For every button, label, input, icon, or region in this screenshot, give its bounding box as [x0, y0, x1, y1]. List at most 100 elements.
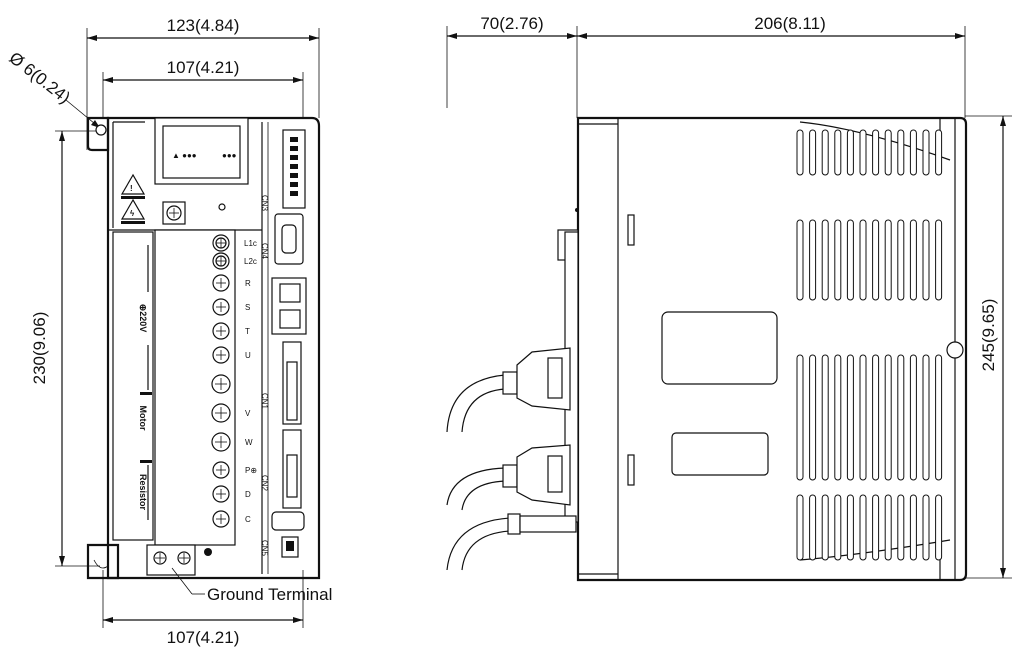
- connector-label-cn1: CN1: [260, 393, 269, 410]
- vent-slot: [796, 354, 804, 481]
- vent-slot: [884, 354, 892, 481]
- vent-slot: [859, 494, 867, 561]
- vent-slot: [884, 219, 892, 301]
- vent-slot: [909, 354, 917, 481]
- terminal-label: C: [245, 515, 251, 524]
- cable-3: [446, 513, 577, 571]
- terminal-screw-p: [212, 461, 230, 479]
- vent-slot: [872, 219, 880, 301]
- terminal-screw-s: [212, 298, 230, 316]
- vent-slot: [859, 354, 867, 481]
- vent-slot: [834, 219, 842, 301]
- terminal-screw-c: [212, 510, 230, 528]
- dim-overall-height: 245(9.65): [979, 299, 998, 372]
- terminal-label: W: [245, 438, 253, 447]
- vent-slot: [821, 494, 829, 561]
- vent-slot: [935, 219, 943, 301]
- vent-slot: [909, 219, 917, 301]
- dim-mount-height: 230(9.06): [30, 312, 49, 385]
- vent-slot: [872, 354, 880, 481]
- vent-slot: [922, 129, 930, 176]
- terminal-label: R: [245, 279, 251, 288]
- vent-slot: [846, 354, 854, 481]
- terminal-label: T: [245, 327, 250, 336]
- side-hole: [946, 341, 964, 359]
- vent-slot: [935, 494, 943, 561]
- terminal-screw-t: [212, 322, 230, 340]
- ground-terminal-callout: Ground Terminal: [207, 585, 332, 604]
- drive-body-side: [576, 116, 968, 582]
- terminal-block: [211, 234, 231, 528]
- vent-slot: [897, 494, 905, 561]
- vent-slots: [796, 129, 943, 561]
- vent-slot: [846, 219, 854, 301]
- vent-slot: [909, 129, 917, 176]
- dim-depth-body: 206(8.11): [754, 14, 826, 33]
- vent-slot: [897, 129, 905, 176]
- svg-text:▲ ●●●: ▲ ●●●: [172, 151, 197, 160]
- dim-hole-diameter: Ø 6(0.24): [6, 48, 74, 107]
- cable-1: [446, 347, 571, 433]
- vent-slot: [809, 219, 817, 301]
- cn2-connector: [282, 429, 302, 509]
- terminal-label: P⊕: [245, 466, 257, 475]
- terminal-label: L1c: [244, 239, 257, 248]
- vent-slot: [897, 219, 905, 301]
- cn4-connector: [274, 213, 304, 265]
- mount-hole-top: [95, 124, 107, 136]
- label-plate-large: [661, 311, 778, 385]
- vent-slot: [935, 354, 943, 481]
- terminal-screw-v2: [211, 403, 231, 423]
- side-view: 70(2.76) 206(8.11) 245(9.65): [446, 14, 1012, 582]
- mount-tab-top: [86, 116, 110, 152]
- dim-mount-width-bottom: 107(4.21): [167, 628, 240, 647]
- warning-icon: [120, 198, 146, 220]
- connector-label-cn4: CN4: [260, 243, 269, 260]
- vent-slot: [809, 494, 817, 561]
- drive-body-front: [106, 116, 321, 580]
- cn5-connector: [271, 511, 305, 531]
- group-label-220v: ⊕220V: [138, 304, 148, 333]
- svg-text:!: !: [130, 184, 133, 193]
- vent-slot: [821, 129, 829, 176]
- vent-slot: [922, 354, 930, 481]
- vent-slot: [796, 494, 804, 561]
- connector-label-cn3: CN3: [260, 195, 269, 212]
- dim-overall-width: 123(4.84): [167, 16, 240, 35]
- connector-label-cn2: CN2: [260, 475, 269, 492]
- vent-slot: [922, 494, 930, 561]
- terminal-screw-d: [212, 485, 230, 503]
- svg-text:ϟ: ϟ: [130, 209, 135, 218]
- terminal-screw-w: [211, 432, 231, 452]
- caution-icon: [120, 173, 146, 195]
- power-connector-top: [154, 117, 249, 185]
- terminal-screw-l1c: [212, 234, 230, 252]
- vent-slot: [872, 494, 880, 561]
- group-label-resistor: Resistor: [138, 474, 148, 511]
- vent-slot: [884, 129, 892, 176]
- vent-slot: [859, 129, 867, 176]
- cn1-connector: [282, 341, 302, 425]
- terminal-label: U: [245, 351, 251, 360]
- terminal-label: D: [245, 490, 251, 499]
- terminal-label: L2c: [244, 257, 257, 266]
- vent-slot: [834, 494, 842, 561]
- terminal-screw-l2c: [212, 252, 230, 270]
- vent-slot: [796, 219, 804, 301]
- label-plate-small: [671, 432, 769, 476]
- terminal-label: V: [245, 409, 251, 418]
- group-label-motor: Motor: [138, 406, 148, 431]
- vent-slot: [884, 494, 892, 561]
- vent-slot: [846, 494, 854, 561]
- dim-mount-width-top: 107(4.21): [167, 58, 240, 77]
- vent-slot: [909, 494, 917, 561]
- vent-slot: [809, 129, 817, 176]
- vent-slot: [859, 219, 867, 301]
- vent-slot: [834, 354, 842, 481]
- vent-slot: [834, 129, 842, 176]
- svg-text:●●●: ●●●: [222, 151, 237, 160]
- terminal-screw-r: [212, 274, 230, 292]
- ethernet-port: [271, 277, 307, 335]
- vent-slot: [872, 129, 880, 176]
- cable-2: [446, 444, 571, 511]
